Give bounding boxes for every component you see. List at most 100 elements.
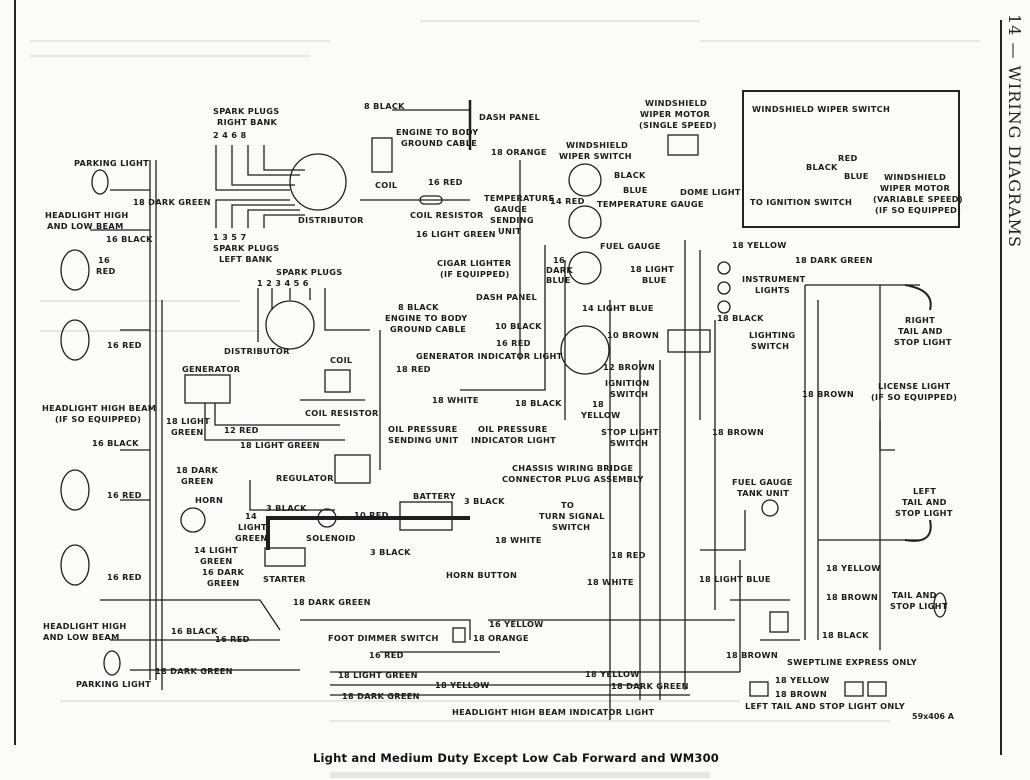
wiper-black-label: BLACK xyxy=(614,170,646,180)
wire-12-brown: 12 BROWN xyxy=(603,362,656,372)
wire-3-black-a: 3 BLACK xyxy=(464,496,505,506)
tail-stop-label-1: TAIL AND xyxy=(892,590,937,600)
oil-sending-label-2: SENDING UNIT xyxy=(388,435,459,445)
right-tail-label-1: RIGHT xyxy=(905,315,936,325)
wire-18-dark-green-c-1: 18 DARK xyxy=(176,465,219,475)
wire-14-light-green-b-2: GREEN xyxy=(200,556,233,566)
wire-14-light-green-a-1: 14 xyxy=(245,511,257,521)
figure-number: 59x406 A xyxy=(912,712,954,721)
left-tail-label-2: TAIL AND xyxy=(902,497,947,507)
wire-18-black-c: 18 BLACK xyxy=(822,630,869,640)
wire-18-light-green-a-2: GREEN xyxy=(171,427,204,437)
wire-16-red-g: 16 RED xyxy=(369,650,404,660)
parking-light-top-label: PARKING LIGHT xyxy=(74,158,150,168)
wire-18-light-blue-b: 18 LIGHT BLUE xyxy=(699,574,771,584)
wire-16-red: 16 RED xyxy=(107,340,142,350)
left-tail-label-3: STOP LIGHT xyxy=(895,508,953,518)
coil-resistor-label: COIL RESISTOR xyxy=(410,210,484,220)
right-bank-numbers: 2 4 6 8 xyxy=(213,130,247,140)
wire-18-brown-c: 18 BROWN xyxy=(826,592,879,602)
spark-plugs-left-label: SPARK PLUGS xyxy=(213,243,280,253)
stop-light-switch-label: STOP LIGHT xyxy=(601,427,659,437)
wire-18-light-green-b: 18 LIGHT GREEN xyxy=(240,440,320,450)
wire-18-dark-green-b: 18 DARK GREEN xyxy=(795,255,873,265)
fuel-gauge-label: FUEL GAUGE xyxy=(600,241,661,251)
battery-label: BATTERY xyxy=(413,491,456,501)
distributor-label-2: DISTRIBUTOR xyxy=(224,346,290,356)
wire-16-dark-green-1: 16 DARK xyxy=(202,567,245,577)
inset-wiper-switch-label: WINDSHIELD WIPER SWITCH xyxy=(752,104,891,114)
high-beam-indicator-label: HEADLIGHT HIGH BEAM INDICATOR LIGHT xyxy=(452,707,655,717)
instrument-lights-label: INSTRUMENT xyxy=(742,274,806,284)
wire-12-red: 12 RED xyxy=(224,425,259,435)
turn-signal-label-3: SWITCH xyxy=(552,522,591,532)
wire-16-light-green: 16 LIGHT GREEN xyxy=(416,229,496,239)
wire-16-dark-blue-1: 16 xyxy=(553,255,565,265)
wire-18-brown-b: 18 BROWN xyxy=(712,427,765,437)
plug-numbers-2: 1 2 3 4 5 6 xyxy=(257,278,309,288)
inset-motor-label-3: (VARIABLE SPEED) xyxy=(873,194,963,204)
generator-indicator-label: GENERATOR INDICATOR LIGHT xyxy=(416,351,563,361)
right-bank-label: RIGHT BANK xyxy=(217,117,278,127)
wire-18-dark-green-d: 18 DARK GREEN xyxy=(293,597,371,607)
oil-sending-label: OIL PRESSURE xyxy=(388,424,458,434)
fuel-tank-label-2: TANK UNIT xyxy=(737,488,790,498)
wire-18-yellow-e: 18 YELLOW xyxy=(775,675,830,685)
wire-16-red-num: 16 xyxy=(98,255,110,265)
regulator-label: REGULATOR xyxy=(276,473,334,483)
section-title: 14 — WIRING DIAGRAMS xyxy=(1005,14,1024,248)
spark-plugs-label-2: SPARK PLUGS xyxy=(276,267,343,277)
wire-18-light-green-a-1: 18 LIGHT xyxy=(166,416,211,426)
engine-to-body-label: ENGINE TO BODY xyxy=(396,127,479,137)
wire-16-red-coil: 16 RED xyxy=(428,177,463,187)
oil-indicator-label: OIL PRESSURE xyxy=(478,424,548,434)
wire-10-black: 10 BLACK xyxy=(495,321,542,331)
wire-10-red: 10 RED xyxy=(354,510,389,520)
headlight-label: HEADLIGHT HIGH xyxy=(45,210,129,220)
wire-18-brown-a: 18 BROWN xyxy=(802,389,855,399)
wire-10-brown: 10 BROWN xyxy=(607,330,660,340)
license-light-label-2: (IF SO EQUIPPED) xyxy=(871,392,958,402)
temp-sending-label-3: SENDING xyxy=(490,215,534,225)
right-tail-label-2: TAIL AND xyxy=(898,326,943,336)
coil-resistor-label-b: COIL RESISTOR xyxy=(305,408,379,418)
wire-18-light-green-c: 18 LIGHT GREEN xyxy=(338,670,418,680)
engine-to-body-label-b: ENGINE TO BODY xyxy=(385,313,468,323)
chassis-bridge-label: CHASSIS WIRING BRIDGE xyxy=(512,463,634,473)
wire-18-dark-green-g: 18 DARK GREEN xyxy=(611,681,689,691)
left-bank-numbers: 1 3 5 7 xyxy=(213,232,247,242)
wire-16-red-d: 16 RED xyxy=(107,490,142,500)
wire-18-orange-b: 18 ORANGE xyxy=(473,633,529,643)
wire-16-red-word: RED xyxy=(96,266,116,276)
left-margin-rule xyxy=(14,0,16,745)
wire-18-brown-d: 18 BROWN xyxy=(726,650,779,660)
wire-18-yellow-a-word: YELLOW xyxy=(581,410,621,420)
wire-18-white-b: 18 WHITE xyxy=(495,535,542,545)
temp-sending-label-4: UNIT xyxy=(498,226,522,236)
headlight-label-4: AND LOW BEAM xyxy=(43,632,120,642)
wire-18-dark-green: 18 DARK GREEN xyxy=(133,197,211,207)
turn-signal-label-1: TO xyxy=(561,500,575,510)
generator-label: GENERATOR xyxy=(182,364,241,374)
wire-18-yellow-b: 18 YELLOW xyxy=(826,563,881,573)
wire-18-red-b: 18 RED xyxy=(611,550,646,560)
wire-16-dark-green-2: GREEN xyxy=(207,578,240,588)
wire-18-brown-e: 18 BROWN xyxy=(775,689,828,699)
right-margin-rule xyxy=(1000,20,1002,755)
wire-18-dark-green-e: 18 DARK GREEN xyxy=(155,666,233,676)
inset-to-ignition-label: TO IGNITION SWITCH xyxy=(750,197,853,207)
wire-16-dark-blue-2: DARK xyxy=(546,265,573,275)
right-tail-label-3: STOP LIGHT xyxy=(894,337,952,347)
inset-black-label: BLACK xyxy=(806,162,838,172)
ignition-switch-label-2: SWITCH xyxy=(610,389,649,399)
parking-light-bottom-label: PARKING LIGHT xyxy=(76,679,152,689)
cigar-lighter-label-2: (IF EQUIPPED) xyxy=(440,269,510,279)
oil-indicator-label-2: INDICATOR LIGHT xyxy=(471,435,557,445)
temp-gauge-label: TEMPERATURE GAUGE xyxy=(597,199,704,209)
horn-label: HORN xyxy=(195,495,224,505)
temp-sending-label-2: GAUGE xyxy=(494,204,528,214)
headlight-high-beam-label-2: (IF SO EQUIPPED) xyxy=(55,414,142,424)
inset-red-label: RED xyxy=(838,153,858,163)
